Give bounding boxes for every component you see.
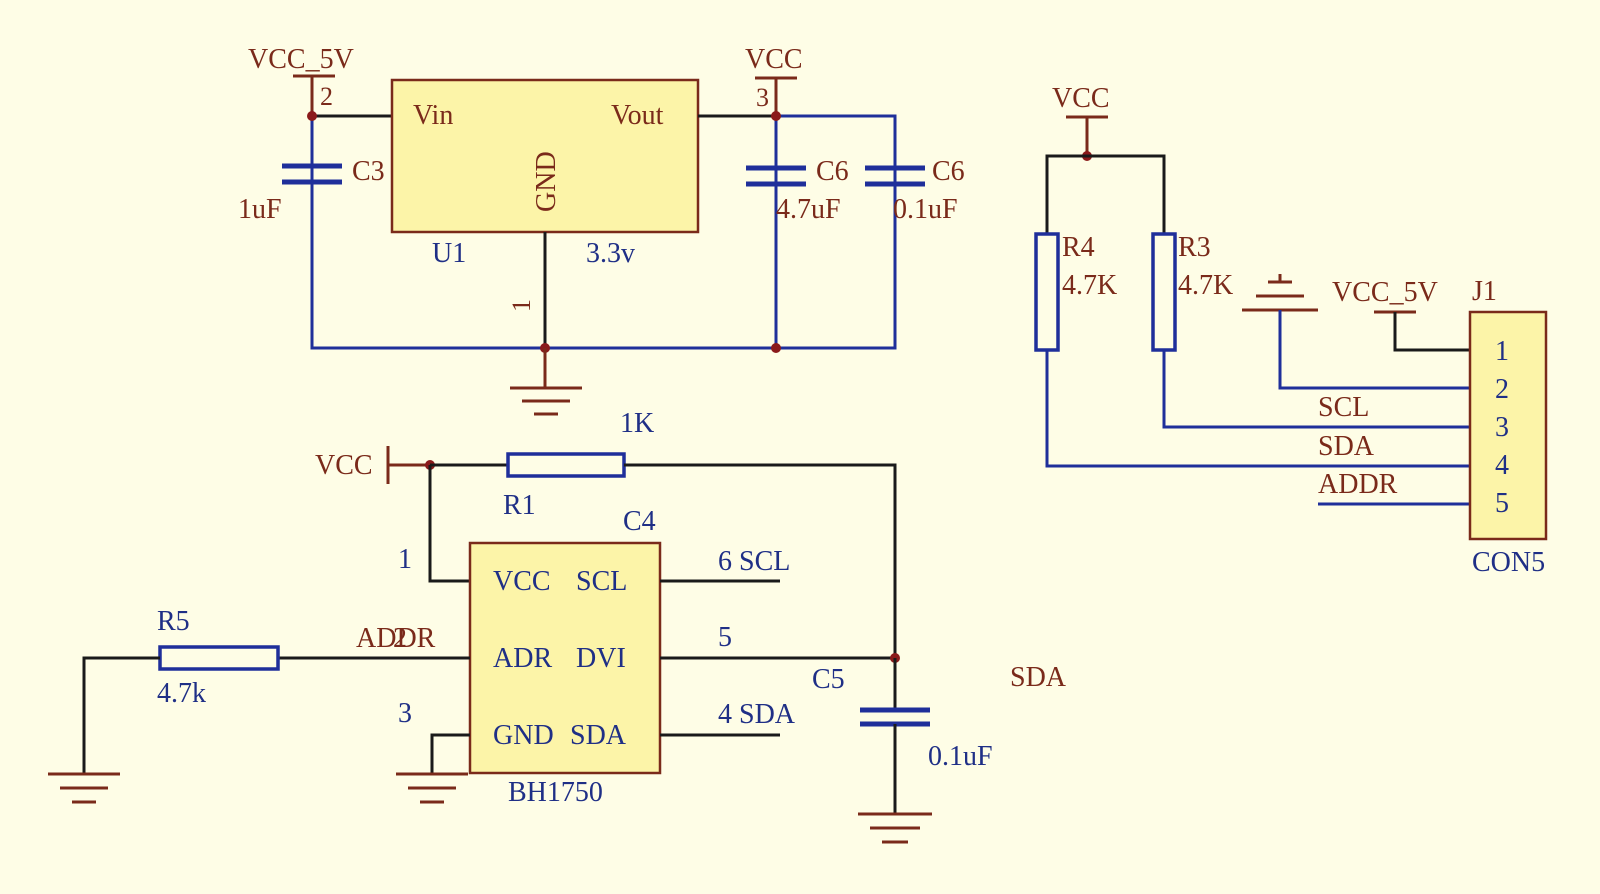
sensor-pin-scl: SCL xyxy=(576,566,627,597)
c6a-value: 4.7uF xyxy=(776,194,841,225)
c6a-ref: C6 xyxy=(816,156,849,187)
r1-value: 1K xyxy=(620,408,654,439)
j1-pin-2: 2 xyxy=(1495,374,1509,405)
sensor-ref: C4 xyxy=(623,506,656,537)
junction-vout xyxy=(771,111,781,121)
u1-pin-gnd-number: 1 xyxy=(507,299,536,312)
j1-pin-1: 1 xyxy=(1495,336,1509,367)
u1-ref: U1 xyxy=(432,238,466,269)
pullup-top-wire xyxy=(1045,154,1166,234)
r4-sda-wire xyxy=(1045,350,1470,468)
c3-ref: C3 xyxy=(352,156,385,187)
c6b-ref: C6 xyxy=(932,156,965,187)
sensor-addr-net: ADDR xyxy=(356,623,436,654)
sensor-pin-sda: SDA xyxy=(570,720,627,751)
u1-pin-in-number: 2 xyxy=(320,82,333,111)
bh1750-chip xyxy=(468,541,662,775)
j1-pin1-wire xyxy=(1393,312,1470,352)
sensor-sda-net: 4 SDA xyxy=(718,699,796,730)
r3-value: 4.7K xyxy=(1178,270,1233,301)
connector-section: VCC_5V SCL SDA ADDR J1 1 2 3 4 5 CON5 xyxy=(1242,274,1548,578)
junction-vin xyxy=(307,111,317,121)
j1-addr-label: ADDR xyxy=(1318,469,1398,500)
j1-ref: J1 xyxy=(1472,276,1497,307)
c5-ref: C5 xyxy=(812,664,845,695)
r5-ground-wire xyxy=(82,656,160,774)
j1-ground-symbol xyxy=(1242,274,1318,312)
sensor-pin-adr: ADR xyxy=(493,643,552,674)
floating-sda-label: SDA xyxy=(1010,662,1067,693)
u1-pin-vin: Vin xyxy=(413,100,453,131)
r1-resistor xyxy=(506,452,626,478)
sensor-vcc-net-label: VCC xyxy=(315,450,373,481)
sensor-pin1-number: 1 xyxy=(398,544,412,575)
j1-type: CON5 xyxy=(1472,547,1545,578)
c6b-value: 0.1uF xyxy=(893,194,958,225)
c5-value: 0.1uF xyxy=(928,741,993,772)
u1-chip xyxy=(390,78,700,234)
sensor-pin-vcc: VCC xyxy=(493,566,551,597)
j1-sda-label: SDA xyxy=(1318,431,1375,462)
c5-ground-symbol xyxy=(858,812,932,844)
sensor-scl-net: 6 SCL xyxy=(718,546,790,577)
sensor-ground-symbol xyxy=(396,772,468,804)
pullup-section: VCC R4 4.7K R3 4.7K xyxy=(1034,83,1470,468)
vcc5v-net-label: VCC_5V xyxy=(248,44,354,75)
vcc-out-net-label: VCC xyxy=(745,44,803,75)
j1-pin2-gnd-wire xyxy=(1278,310,1470,390)
r3-resistor xyxy=(1151,232,1177,352)
junction-gnd-c6 xyxy=(771,343,781,353)
j1-pin-5: 5 xyxy=(1495,488,1509,519)
r5-ref: R5 xyxy=(157,606,190,637)
r3-scl-wire xyxy=(1162,350,1470,429)
j1-pin-3: 3 xyxy=(1495,412,1509,443)
regulator-return-loop xyxy=(310,114,897,350)
sensor-section: VCC 1K R1 1 C4 VCC SCL ADR DVI GND SDA B… xyxy=(48,408,993,844)
u1-pin-vout: Vout xyxy=(611,100,664,131)
c3-value: 1uF xyxy=(238,194,282,225)
sensor-pin5-number: 5 xyxy=(718,622,732,653)
u1-value: 3.3v xyxy=(586,238,635,269)
r3-ref: R3 xyxy=(1178,232,1211,263)
r4-resistor xyxy=(1034,232,1060,352)
sensor-addr-overlap-pin: 2 xyxy=(393,623,407,654)
j1-pin-4: 4 xyxy=(1495,450,1509,481)
sensor-gnd-wire xyxy=(430,733,470,774)
r5-ground-symbol xyxy=(48,772,120,804)
sensor-vcc-pin-wire xyxy=(428,465,470,583)
u1-pin-gnd: GND xyxy=(531,151,562,212)
sensor-part: BH1750 xyxy=(508,777,603,808)
regulator-section: VCC_5V 2 Vin Vout GND U1 3.3v 1 VCC 3 C3… xyxy=(238,44,965,416)
regulator-ground-symbol xyxy=(510,348,582,416)
r5-value: 4.7k xyxy=(157,678,206,709)
j1-vcc5v-net-label: VCC_5V xyxy=(1332,277,1438,308)
sensor-pin3-number: 3 xyxy=(398,698,412,729)
r1-ref: R1 xyxy=(503,490,536,521)
r4-value: 4.7K xyxy=(1062,270,1117,301)
u1-pin-out-number: 3 xyxy=(756,83,769,112)
j1-scl-label: SCL xyxy=(1318,392,1369,423)
pullup-vcc-net-label: VCC xyxy=(1052,83,1110,114)
j1-body xyxy=(1468,310,1548,541)
r4-ref: R4 xyxy=(1062,232,1095,263)
sensor-pin-dvi: DVI xyxy=(576,643,626,674)
r5-resistor xyxy=(158,645,280,671)
r1-right-wire xyxy=(624,463,897,658)
sensor-pin-gnd: GND xyxy=(493,720,554,751)
